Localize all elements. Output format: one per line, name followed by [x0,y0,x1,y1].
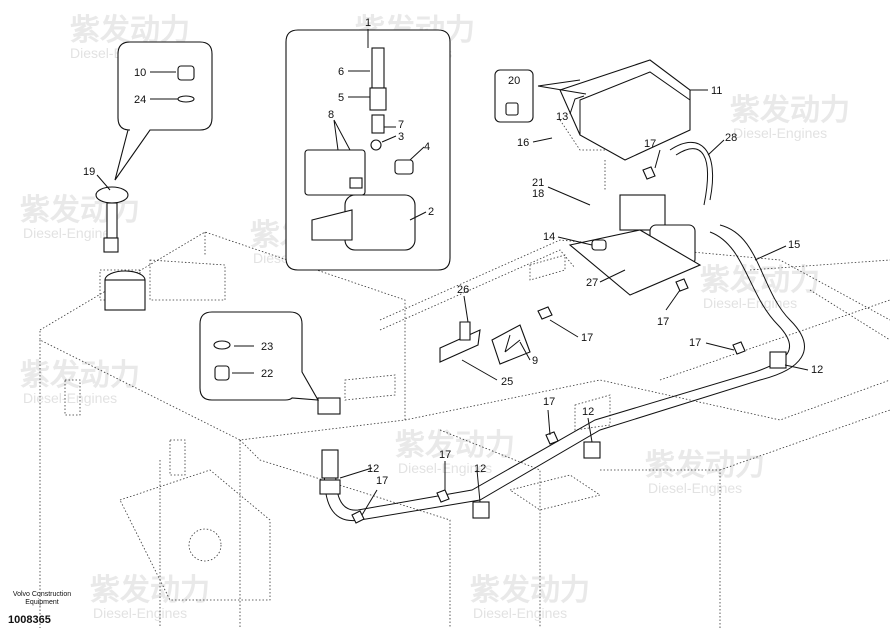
pipe-clamp [472,501,490,519]
watermark-cn: 紫发动力 [645,448,765,483]
label-10: 10 [134,67,146,79]
label-11: 11 [711,85,722,97]
label-17-center: 17 [543,396,555,408]
label-5: 5 [338,92,344,104]
nut-part [214,365,230,381]
label-24: 24 [134,94,146,106]
label-28: 28 [725,132,737,144]
label-17-low: 17 [439,449,451,461]
label-9: 9 [532,355,538,367]
label-20: 20 [508,75,520,87]
label-21: 21 [532,177,544,189]
label-2: 2 [428,206,434,218]
drawing-number: 1008365 [8,614,51,626]
watermark-en: Diesel-Engines [23,390,117,406]
label-15: 15 [788,239,800,251]
machine-frame-outline [39,119,890,628]
pump-assembly-exploded [304,47,416,251]
label-22: 22 [261,368,273,380]
brand-line-1: Volvo Construction [12,591,72,598]
brand-line-2: Equipment [25,599,59,606]
pipe-fitting [321,449,339,479]
cap-part [177,65,195,81]
watermark-cn: 紫发动力 [395,428,515,463]
label-26: 26 [457,284,469,296]
label-17-left: 17 [376,475,388,487]
label-3: 3 [398,131,404,143]
callout-20 [494,69,534,123]
pipe-clamp [319,479,341,495]
watermark-en: Diesel-Engines [648,480,742,496]
label-19: 19 [83,166,95,178]
label-7: 7 [398,119,404,131]
label-25: 25 [501,376,513,388]
drawing-footer: Volvo Construction Equipment 1008365 [8,591,76,626]
callout-nut-washer [199,311,319,401]
label-17-far-right: 17 [689,337,701,349]
label-12-left: 12 [367,463,379,475]
watermark-en: Diesel-Engines [93,605,187,621]
watermark-en: Diesel-Engines [703,295,797,311]
watermark-cn: 紫发动力 [20,358,140,393]
label-17-mid: 17 [581,332,593,344]
clip-bracket [491,324,531,365]
label-12-low: 12 [474,463,486,475]
label-8: 8 [328,109,334,121]
watermark-en: Diesel-Engines [733,125,827,141]
watermark-cn: 紫发动力 [470,573,590,608]
label-6: 6 [338,66,344,78]
watermark-en: Diesel-Engines [473,605,567,621]
callout-cap-seal [114,41,213,181]
hydraulic-line [323,224,805,522]
label-16: 16 [517,137,529,149]
pipe-clamp [769,351,787,369]
label-23: 23 [261,341,273,353]
watermark-cn: 紫发动力 [90,573,210,608]
nut-part-20 [505,102,519,116]
label-1: 1 [365,17,371,29]
connector-block [317,397,341,415]
watermark-cn: 紫发动力 [730,93,850,128]
label-13: 13 [556,111,568,123]
part-labels: 10 24 19 1 6 5 8 7 3 4 2 23 22 20 13 16 … [83,17,823,487]
label-17-top: 17 [644,138,656,150]
small-bracket [459,321,471,341]
label-4: 4 [424,141,430,153]
label-17-right: 17 [657,316,669,328]
washer-part [213,340,231,350]
label-12-center: 12 [582,406,594,418]
label-18: 18 [532,188,544,200]
cable-harness [669,141,714,206]
label-27: 27 [586,277,598,289]
pump-assembly-installed [568,194,702,296]
watermark-en: Diesel-Engines [23,225,117,241]
label-14: 14 [543,231,555,243]
leader-lines [96,29,809,516]
label-12-far-right: 12 [811,364,823,376]
o-ring-part [177,95,195,103]
bolt-group [351,166,746,524]
pipe-clamp [583,441,601,459]
filler-assembly [95,186,146,311]
